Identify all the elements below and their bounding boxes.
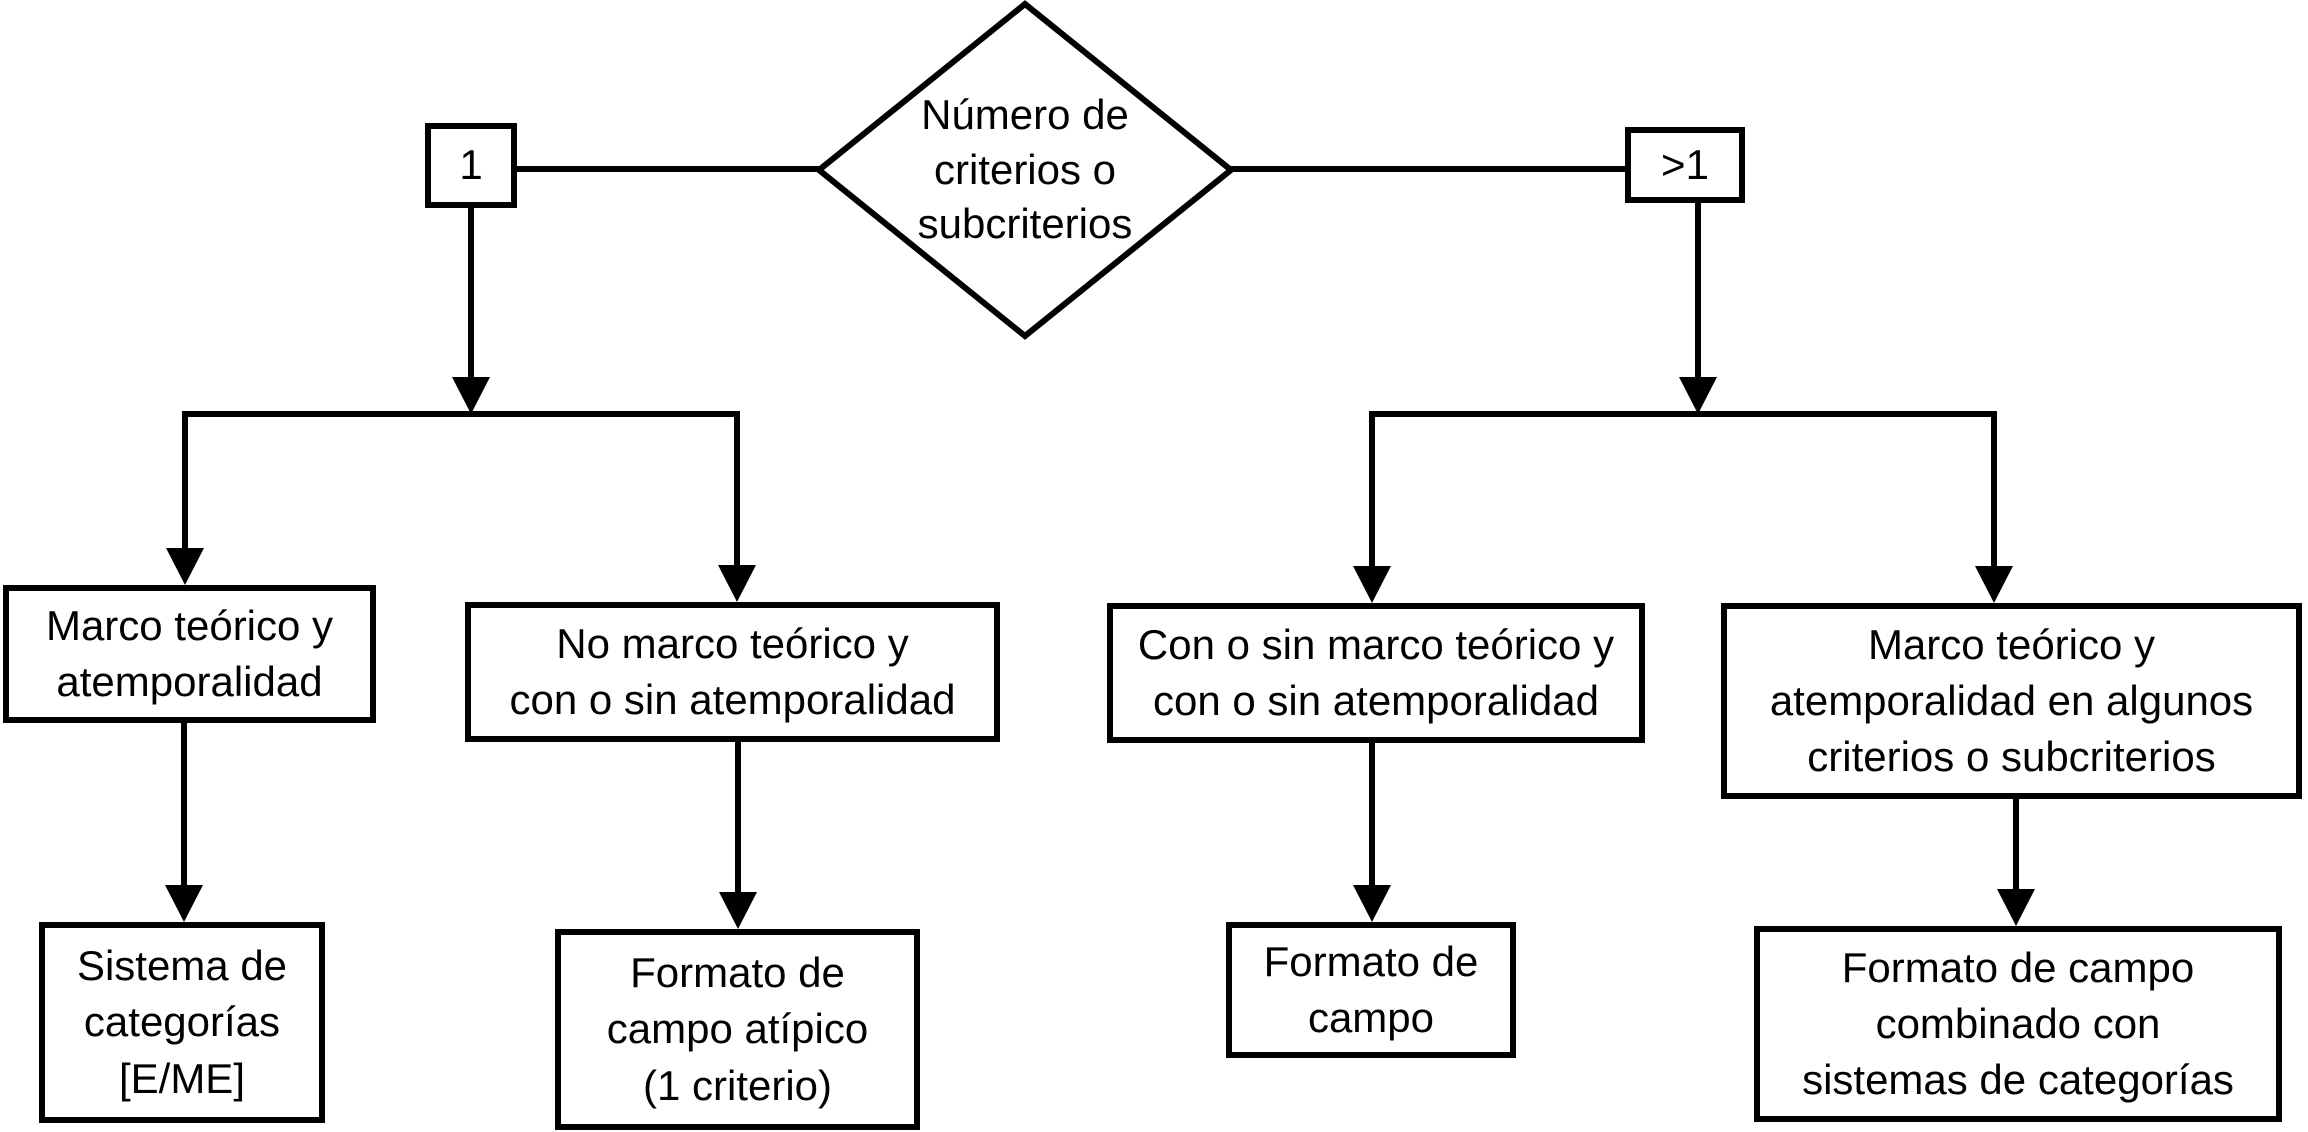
node-formato-campo-combinado: Formato de campo combinado con sistemas …: [1754, 926, 2282, 1122]
node-label: Formato de campo atípico (1 criterio): [606, 949, 869, 1109]
node-label: Sistema de categorías [E/ME]: [76, 942, 288, 1102]
node-label: No marco teórico y con o sin atemporalid…: [509, 619, 956, 723]
decision-label: Número de criterios o subcriterios: [917, 91, 1133, 248]
node-label: Formato de campo: [1263, 937, 1479, 1041]
node-label: Con o sin marco teórico y con o sin atem…: [1137, 620, 1615, 724]
node-formato-de-campo: Formato de campo: [1226, 922, 1516, 1058]
branch-box-many-label: >1: [1661, 140, 1709, 188]
branch-box-one-label: 1: [459, 141, 483, 189]
node-marco-teorico-en-algunos: Marco teórico y atemporalidad en algunos…: [1721, 603, 2302, 799]
decision-node: Número de criterios o subcriterios: [860, 55, 1190, 285]
arrowheads: [165, 377, 2035, 929]
node-label: Marco teórico y atemporalidad: [45, 601, 334, 705]
node-formato-campo-atipico: Formato de campo atípico (1 criterio): [555, 929, 920, 1130]
branch-box-many: >1: [1625, 127, 1745, 203]
edge-lines: [181, 166, 2019, 897]
node-marco-teorico-y-atemporalidad: Marco teórico y atemporalidad: [3, 585, 376, 723]
decision-diamond-shape: [814, 0, 1236, 340]
node-label: Formato de campo combinado con sistemas …: [1802, 943, 2234, 1104]
branch-box-one: 1: [425, 123, 517, 208]
node-label: Marco teórico y atemporalidad en algunos…: [1769, 620, 2254, 781]
node-con-o-sin-marco-teorico: Con o sin marco teórico y con o sin atem…: [1107, 603, 1645, 743]
node-no-marco-teorico: No marco teórico y con o sin atemporalid…: [465, 602, 1000, 742]
node-sistema-de-categorias: Sistema de categorías [E/ME]: [39, 922, 325, 1123]
